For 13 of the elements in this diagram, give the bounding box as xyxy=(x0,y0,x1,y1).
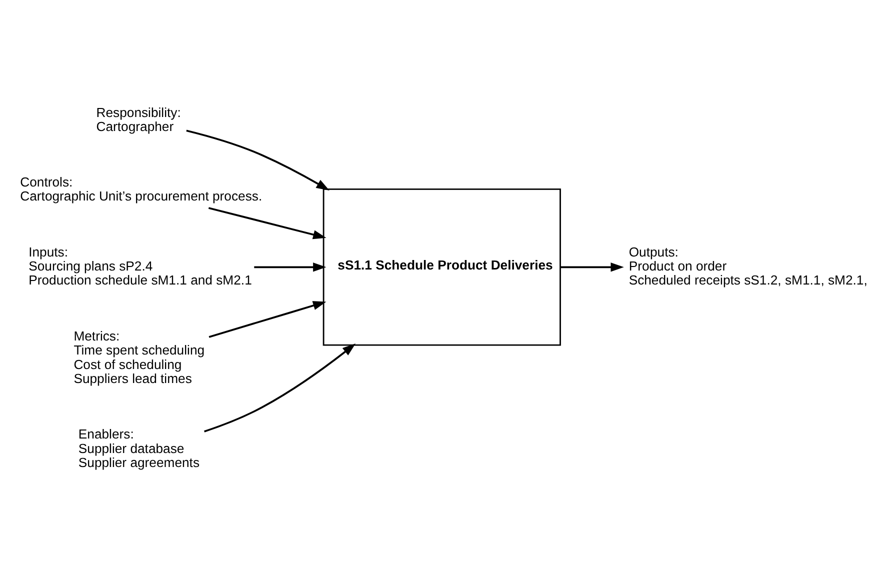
arrow xyxy=(186,130,330,190)
node-text: Metrics: Time spent scheduling Cost of scheduling Suppliers lead times xyxy=(74,328,205,386)
node-box: sS1.1 Schedule Product Deliveries xyxy=(322,188,561,346)
arrow xyxy=(208,207,326,240)
arrow xyxy=(208,301,326,338)
arrow xyxy=(560,262,624,272)
node-text: Outputs: Product on order Scheduled receipts sS1.2, sM1.1, sM2.1, xyxy=(628,244,868,288)
node-text: Controls: Cartographic Unit’s procurement process. xyxy=(20,174,262,204)
node-text: Inputs: Sourcing plans sP2.4 Production schedule sM1.1 and sM2.1 xyxy=(28,244,252,288)
arrow xyxy=(204,344,356,432)
node-text: Responsibility: Cartographer xyxy=(96,105,181,134)
arrow xyxy=(254,262,326,272)
node-text: Enablers: Supplier database Supplier agreements xyxy=(78,426,200,470)
